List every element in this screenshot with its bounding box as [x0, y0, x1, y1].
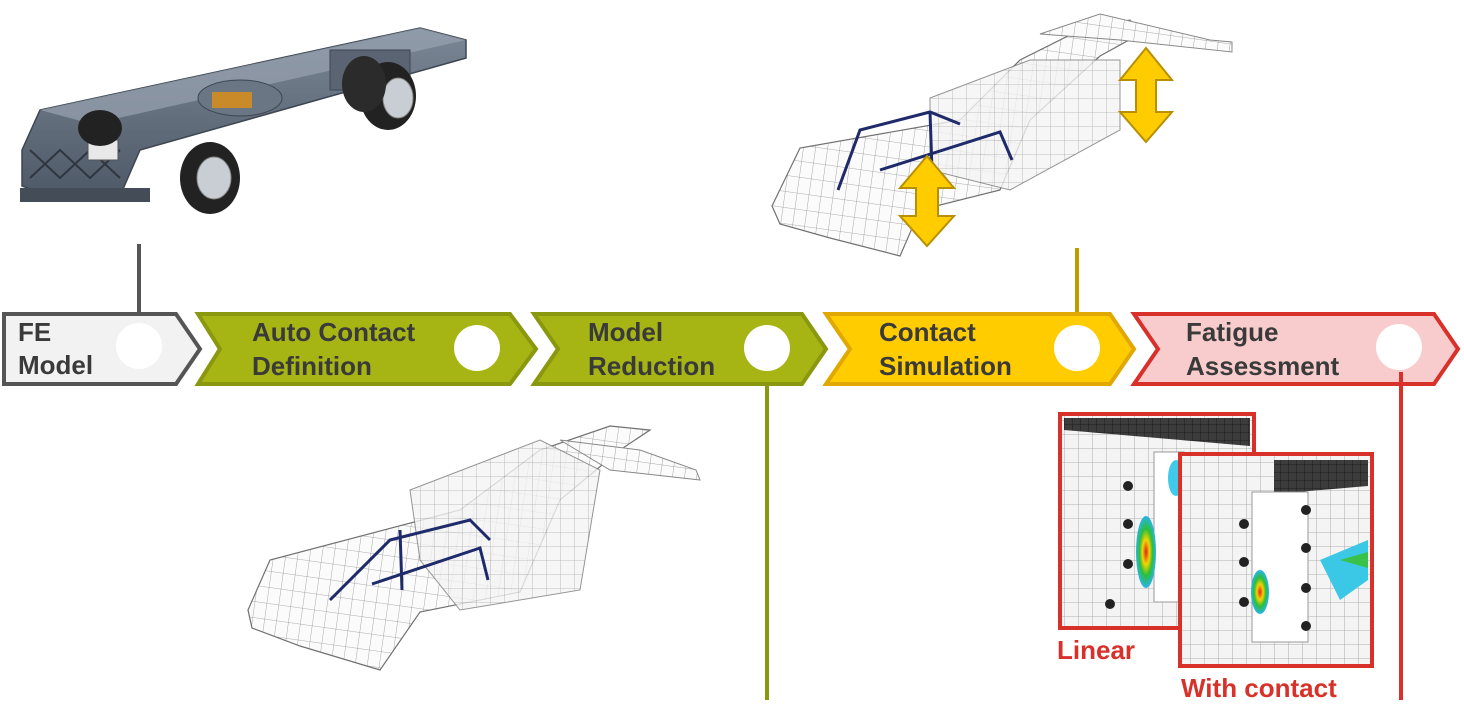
step-fe-model-label-line2: Model — [18, 350, 93, 380]
mesh-chassis-bottom-image — [247, 425, 701, 671]
step-contact-simulation-label-line2: Simulation — [879, 351, 1012, 381]
with-contact-result-image — [1178, 452, 1374, 668]
circle-marker-icon — [744, 325, 790, 371]
step-fe-model-label-line1: FE — [18, 317, 51, 347]
double-arrow-icon — [1117, 46, 1175, 144]
step-auto-contact-label-line1: Auto Contact — [252, 317, 416, 347]
step-auto-contact: Auto Contact Definition — [194, 312, 539, 386]
double-arrow-icon — [897, 154, 957, 248]
step-fatigue-assessment-label-line1: Fatigue — [1186, 317, 1278, 347]
circle-marker-icon — [454, 325, 500, 371]
step-fe-model: FE Model — [2, 312, 203, 386]
wheel-icon — [342, 56, 386, 112]
circle-marker-icon — [1376, 324, 1422, 370]
wheel-icon — [180, 142, 240, 214]
truck-chassis-image — [20, 27, 467, 214]
circle-marker-icon — [116, 323, 162, 369]
caption-linear: Linear — [1057, 635, 1135, 665]
step-contact-simulation: Contact Simulation — [822, 312, 1137, 386]
step-model-reduction-label-line2: Reduction — [588, 351, 715, 381]
step-auto-contact-label-line2: Definition — [252, 351, 372, 381]
step-fatigue-assessment-label-line2: Assessment — [1186, 351, 1340, 381]
step-model-reduction: Model Reduction — [530, 312, 829, 386]
mesh-chassis-top-image — [771, 13, 1233, 257]
wheel-icon — [78, 110, 122, 146]
step-fatigue-assessment: Fatigue Assessment — [1130, 312, 1461, 386]
step-model-reduction-label-line1: Model — [588, 317, 663, 347]
circle-marker-icon — [1054, 325, 1100, 371]
caption-with-contact: With contact — [1181, 673, 1337, 703]
step-contact-simulation-label-line1: Contact — [879, 317, 976, 347]
